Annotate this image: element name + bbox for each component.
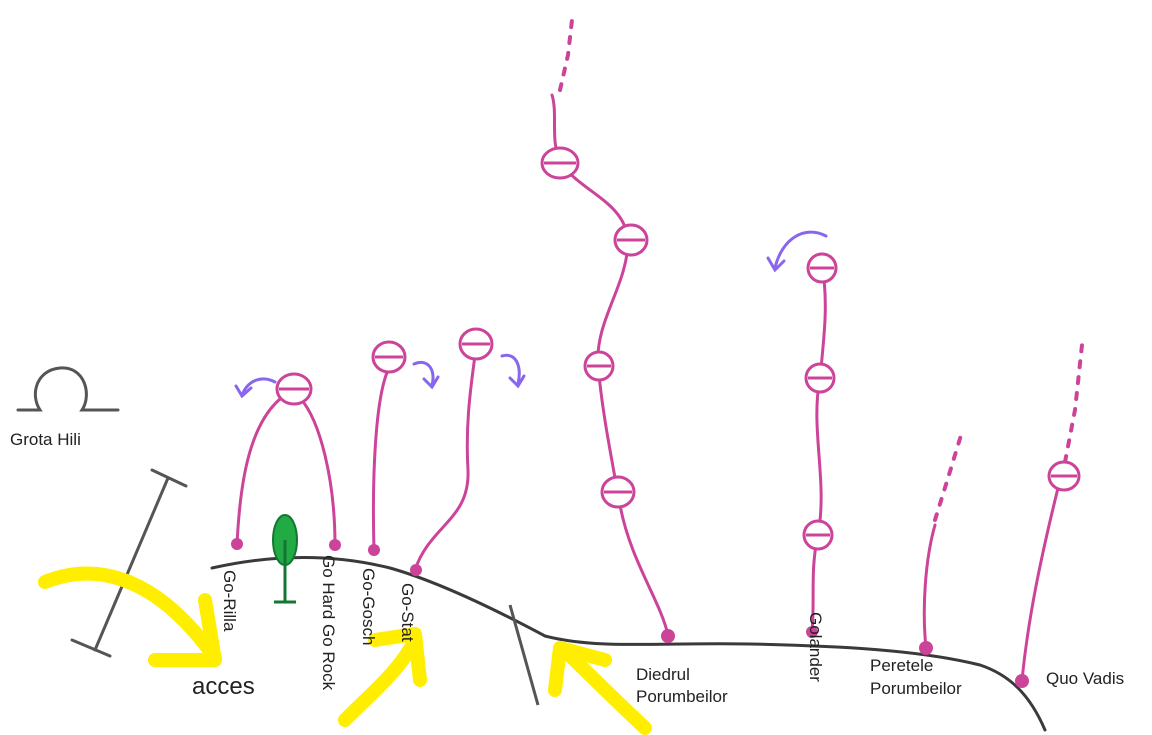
lower-off-arrow-icon xyxy=(500,353,526,389)
tree-icon xyxy=(272,514,298,604)
belay-station xyxy=(583,350,615,382)
label-quo-vadis: Quo Vadis xyxy=(1046,669,1124,688)
route-diedrul-continuation xyxy=(558,18,574,92)
start-point xyxy=(806,626,818,638)
belay-station xyxy=(600,475,636,509)
start-point xyxy=(661,629,675,643)
label-go-stat: Go-Stat xyxy=(398,583,417,642)
belay-station xyxy=(275,372,313,406)
start-point xyxy=(329,539,341,551)
cave-icon xyxy=(16,366,120,412)
ground-line xyxy=(210,556,1047,732)
belay-station xyxy=(1047,460,1081,492)
label-go-hard-go-rock: Go Hard Go Rock xyxy=(319,555,338,691)
route-golander xyxy=(810,263,827,634)
start-point xyxy=(231,538,243,550)
label-diedrul-porumbeilor: Porumbeilor xyxy=(636,687,728,706)
lower-off-arrow-icon xyxy=(766,230,828,273)
label-diedrul: Diedrul xyxy=(636,665,690,684)
belay-station xyxy=(540,146,580,180)
belay-station xyxy=(458,327,494,361)
label-grota-hili: Grota Hili xyxy=(10,430,81,449)
belay-station xyxy=(802,519,834,551)
lower-off-arrow-icon xyxy=(412,361,440,390)
start-point xyxy=(410,564,422,576)
route-peretele-continuation xyxy=(933,430,964,522)
approach-marker-left xyxy=(70,468,188,658)
label-acces: acces xyxy=(192,673,255,700)
route-go-stat xyxy=(413,353,477,572)
route-go-gosch xyxy=(371,368,390,552)
label-peretele: Peretele xyxy=(870,656,933,675)
lower-off-arrow-icon xyxy=(234,377,277,399)
access-arrows xyxy=(38,566,652,735)
belay-station xyxy=(804,362,836,394)
route-peretele-porumbeilor xyxy=(922,523,937,650)
start-point xyxy=(368,544,380,556)
belay-station xyxy=(806,252,838,284)
label-go-rilla: Go-Rilla xyxy=(220,570,239,632)
start-point xyxy=(919,641,933,655)
route-go-rilla xyxy=(235,393,287,547)
route-quo-vadis-continuation xyxy=(1063,343,1084,464)
label-golander: Golander xyxy=(806,612,825,682)
belay-station xyxy=(371,340,407,374)
gully-line xyxy=(508,604,540,706)
label-peretele-porumbeilor: Porumbeilor xyxy=(870,679,962,698)
label-go-gosch: Go-Gosch xyxy=(359,568,378,645)
route-go-hard-go-rock xyxy=(298,396,337,547)
route-quo-vadis xyxy=(1020,478,1062,682)
start-point xyxy=(1015,674,1029,688)
belay-station xyxy=(613,223,649,257)
